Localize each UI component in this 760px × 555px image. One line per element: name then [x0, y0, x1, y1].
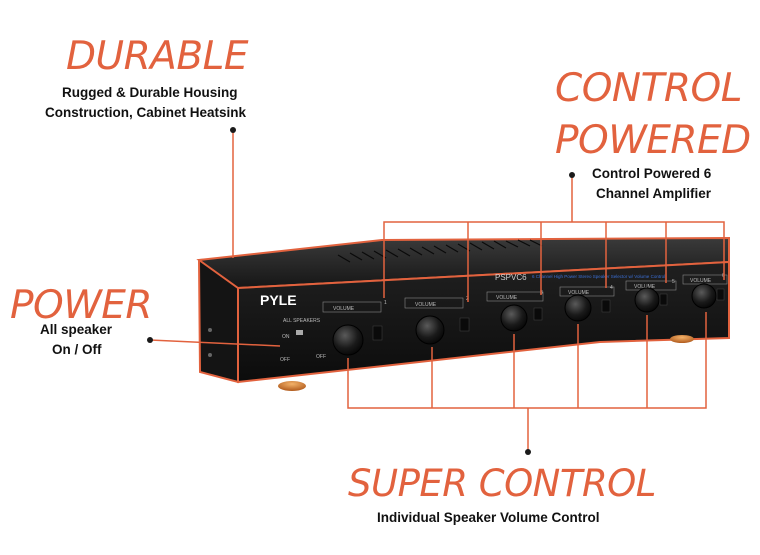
all-speakers-label: ALL SPEAKERS — [283, 318, 321, 324]
brand-logo: PYLE — [260, 292, 297, 308]
power-section: ALL SPEAKERS ON OFF OFF — [280, 318, 326, 363]
power-heading: POWER — [10, 283, 153, 328]
svg-text:VOLUME: VOLUME — [415, 302, 437, 308]
heatsink-fins — [337, 239, 543, 263]
volume-knob-3[interactable] — [500, 304, 528, 332]
amplifier-body — [196, 236, 730, 384]
front-panel — [237, 260, 730, 384]
svg-text:VOLUME: VOLUME — [634, 284, 656, 290]
control-powered-heading-line2: POWERED — [555, 118, 751, 163]
super-control-heading: SUPER CONTROL — [348, 462, 656, 505]
volume-knob-5[interactable] — [634, 287, 660, 313]
speaker-toggle-4[interactable] — [601, 299, 611, 313]
control-powered-line2: Channel Amplifier — [596, 186, 712, 201]
control-powered-line1: Control Powered 6 — [592, 166, 712, 181]
device-description: 6 Channel High Power Stereo Speaker Sele… — [532, 274, 665, 279]
foot-left — [278, 381, 306, 391]
svg-text:VOLUME: VOLUME — [333, 306, 355, 312]
power-led — [296, 330, 303, 335]
svg-text:VOLUME: VOLUME — [690, 278, 712, 284]
power-off-label-2: OFF — [316, 354, 326, 360]
volume-knob-2[interactable] — [415, 315, 445, 345]
speaker-toggle-6[interactable] — [716, 288, 725, 301]
volume-knob-6[interactable] — [691, 283, 717, 309]
channel-2: VOLUME 2 — [404, 296, 470, 345]
top-surface — [196, 236, 730, 290]
power-off-label: OFF — [280, 357, 290, 363]
svg-text:VOLUME: VOLUME — [496, 295, 518, 301]
speaker-toggle-3[interactable] — [533, 307, 543, 321]
volume-knob-4[interactable] — [564, 294, 592, 322]
foot-right — [670, 335, 694, 343]
super-control-line1: Individual Speaker Volume Control — [377, 510, 600, 525]
svg-text:5: 5 — [672, 279, 675, 285]
speaker-toggle-5[interactable] — [659, 293, 668, 306]
control-powered-heading-line1: CONTROL — [555, 66, 742, 111]
svg-text:4: 4 — [610, 285, 613, 291]
volume-knob-1[interactable] — [332, 324, 364, 356]
model-label: PSPVC6 — [495, 273, 527, 282]
channel-1: VOLUME 1 — [322, 300, 387, 356]
svg-text:1: 1 — [384, 300, 387, 306]
power-line1: All speaker — [40, 322, 113, 337]
callout-lines — [149, 130, 725, 452]
channel-5: VOLUME 5 — [625, 279, 677, 313]
channel-6: VOLUME 6 — [682, 273, 728, 309]
durable-line1: Rugged & Durable Housing — [62, 85, 238, 100]
speaker-toggle-2[interactable] — [459, 317, 470, 332]
callout-dots — [147, 127, 575, 455]
speaker-toggle-1[interactable] — [372, 325, 383, 341]
durable-line2: Construction, Cabinet Heatsink — [45, 105, 247, 120]
power-on-label: ON — [282, 334, 290, 340]
durable-heading: DURABLE — [66, 34, 248, 79]
power-line2: On / Off — [52, 342, 102, 357]
svg-text:VOLUME: VOLUME — [568, 290, 590, 296]
channel-4: VOLUME 4 — [559, 285, 615, 322]
